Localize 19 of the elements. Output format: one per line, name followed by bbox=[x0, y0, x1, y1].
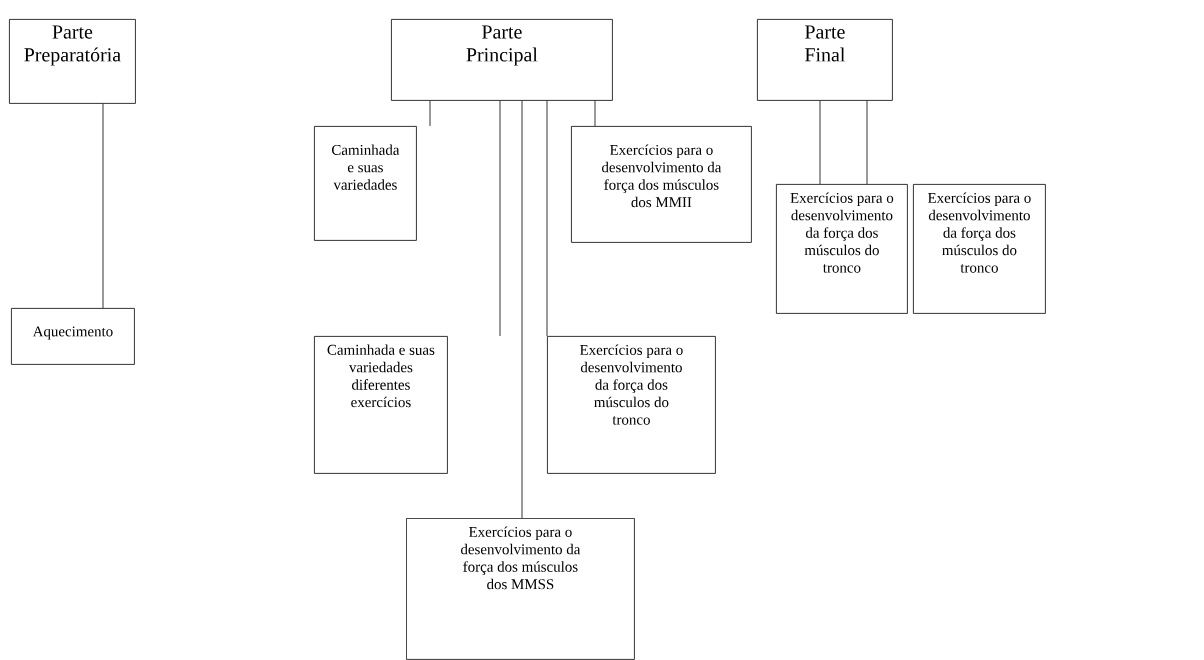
process-box: Exercícios para o desenvolvimento da força dos músculos do tronco bbox=[913, 184, 1046, 314]
connector-line bbox=[521, 100, 523, 519]
process-box: Caminhada e suas variedades bbox=[314, 126, 417, 241]
process-box: Exercícios para o desenvolvimento da força dos músculos do tronco bbox=[776, 184, 908, 314]
heading-box: Parte Principal bbox=[391, 19, 613, 101]
connector-line bbox=[546, 100, 548, 337]
connector-line bbox=[102, 103, 104, 309]
connector-line bbox=[429, 100, 431, 127]
process-box: Caminhada e suas variedades diferentes exercícios bbox=[314, 336, 448, 474]
process-box: Exercícios para o desenvolvimento da força dos músculos do tronco bbox=[547, 336, 716, 474]
connector-line bbox=[866, 100, 868, 185]
heading-box: Parte Final bbox=[757, 19, 893, 101]
heading-box: Parte Preparatória bbox=[9, 19, 136, 104]
process-box: Exercícios para o desenvolvimento da força dos músculos dos MMSS bbox=[406, 518, 635, 660]
process-box: Aquecimento bbox=[11, 308, 135, 365]
process-box: Exercícios para o desenvolvimento da força dos músculos dos MMII bbox=[571, 126, 752, 243]
connector-line bbox=[819, 100, 821, 185]
connector-line bbox=[499, 100, 501, 337]
connector-line bbox=[594, 100, 596, 127]
